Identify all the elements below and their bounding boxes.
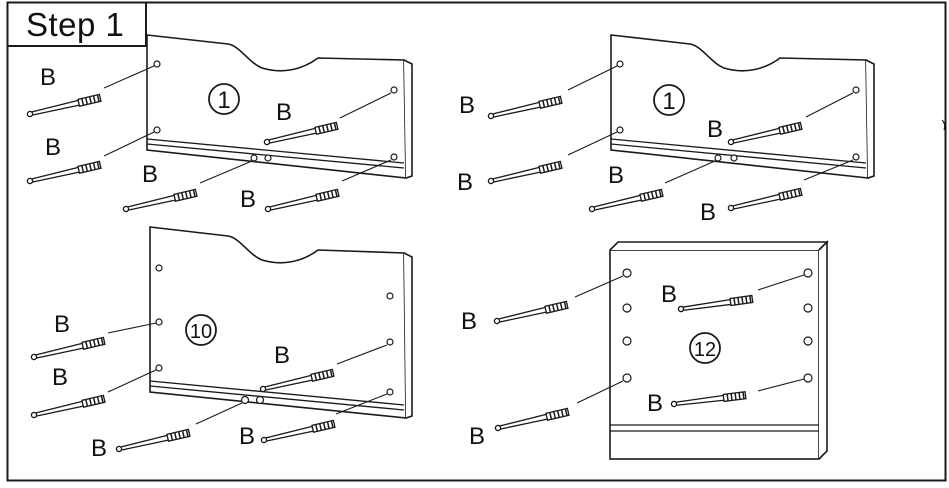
fastener-label: B [647,390,664,417]
fastener-label: B [461,308,478,335]
fastener-label: B [608,162,625,189]
panel-3-board [149,226,407,419]
panel-1-leader-lines [103,65,392,184]
dowel-icon [121,188,198,214]
fastener-label: B [457,169,474,196]
panel-2-board [610,34,869,179]
dowel-icon [587,188,664,214]
fastener-label: B [54,311,71,338]
panel-1-board [146,34,407,179]
part-number-badge: 1 [653,84,685,116]
panel-2-leader-lines [567,65,854,184]
panel-1 [146,34,413,179]
dowel-icon [29,394,106,420]
fastener-label: B [239,423,256,450]
fastener-label: B [240,186,257,213]
fastener-label: B [52,364,69,391]
dowel-icon [25,93,102,119]
step-title: Step 1 [26,6,125,43]
part-number-badge: 10 [185,314,217,346]
panel-2 [610,34,875,179]
part-number: 12 [694,339,716,361]
panel-3-leader-lines [107,322,388,425]
part-number: 10 [190,321,212,343]
fastener-label: B [700,199,717,226]
part-number: 1 [217,87,230,114]
fastener-label: B [45,134,62,161]
panel-3 [149,226,413,419]
part-number-badge: 12 [689,332,721,364]
fastener-label: B [40,64,57,91]
dowel-icon [263,188,340,214]
dowel-icon [486,160,563,186]
fastener-label: B [469,423,486,450]
dowel-icon [29,336,106,362]
fastener-label: B [142,161,159,188]
part-number-badge: 1 [208,83,240,115]
dowel-icon [259,419,336,445]
fastener-label: B [274,342,291,369]
dowel-icon [114,428,191,454]
part-number: 1 [662,88,675,115]
diagram-border [6,1,947,482]
fastener-label: B [276,99,293,126]
fastener-label: B [459,92,476,119]
dowel-icon [726,187,803,213]
fastener-label: B [707,116,724,143]
edge-mark [941,119,946,131]
fastener-label: B [661,281,678,308]
dowel-icon [492,300,569,326]
step-title-tab [7,1,147,47]
panel-4-leader-lines [574,274,805,404]
dowel-icon [25,160,102,186]
dowel-icon [486,95,563,121]
fastener-label: B [91,435,108,462]
dowel-icon [493,407,570,433]
